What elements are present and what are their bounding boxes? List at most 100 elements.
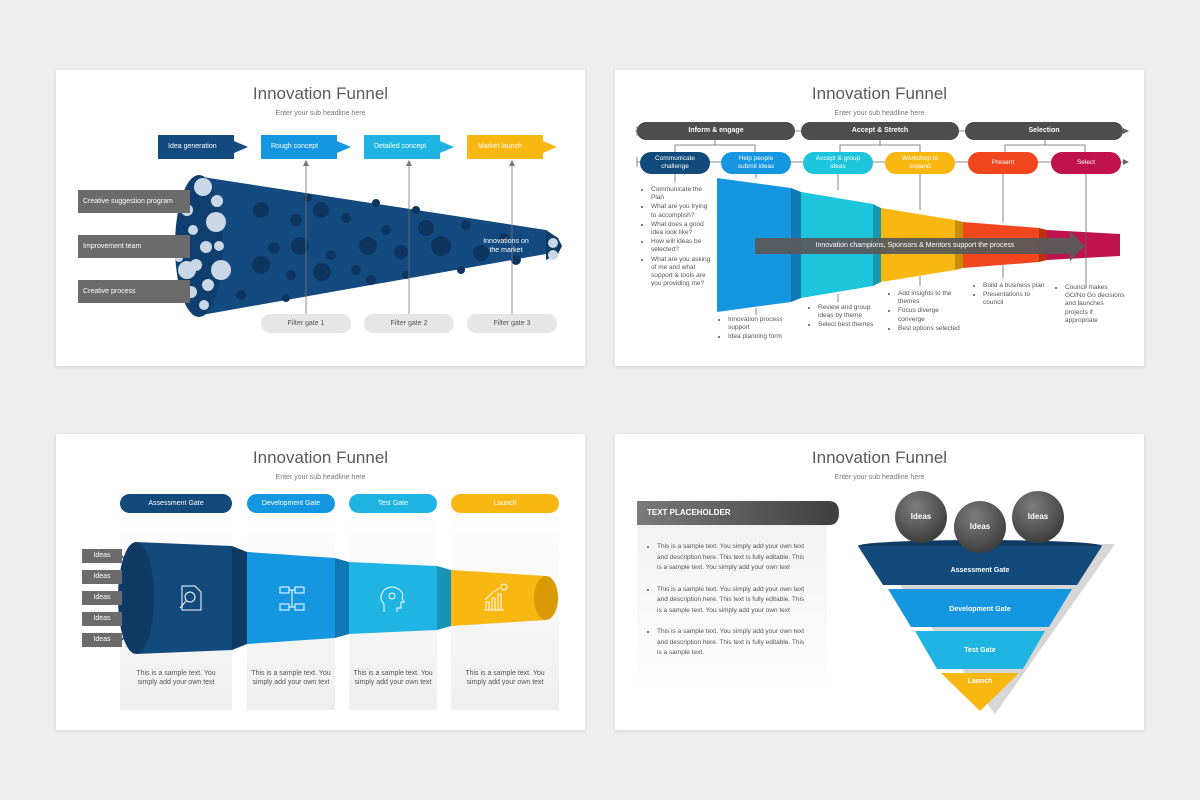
output-label: Innovations on the market <box>483 238 529 254</box>
step-label: Accept & group ideas <box>815 155 861 170</box>
step-pill <box>968 152 1038 174</box>
step-label: Help people submit ideas <box>737 155 775 170</box>
gate-description: This is a sample text. You simply add yo… <box>465 670 545 686</box>
idea-ball <box>1012 491 1064 543</box>
step-pill <box>640 152 710 174</box>
segment-assessment <box>127 542 232 654</box>
bullets-accept: Review and group ideas by theme Select b… <box>808 304 880 331</box>
slide1-subtitle: Enter your sub headline here <box>275 110 366 117</box>
slide2-title: Innovation Funnel <box>811 84 948 103</box>
bullets-challenge: Communicate the Plan What are you trying… <box>641 186 713 289</box>
bullets-submit: Innovation process support Idea planning… <box>718 316 802 343</box>
slide3-subtitle: Enter your sub headline here <box>275 474 366 481</box>
document-search-icon <box>179 585 202 611</box>
input-label: Creative suggestion program <box>83 198 173 205</box>
gate-pill <box>120 494 232 513</box>
level-label: Assessment Gate <box>950 567 1010 574</box>
funnel-level-assessment <box>858 546 1102 585</box>
funnel-level-test <box>915 631 1045 669</box>
bullets-present: Build a business plan Presentations to c… <box>973 282 1045 309</box>
gate-lines <box>305 162 513 316</box>
idea-ball <box>954 501 1006 553</box>
tube-bubbles <box>236 194 521 302</box>
level-label: Test Gate <box>964 647 996 654</box>
gate-description: This is a sample text. You simply add yo… <box>353 670 433 686</box>
banner-label: Innovation champions, Sponsors & Mentors… <box>815 242 1015 249</box>
inverted-funnel-graphic <box>637 491 1115 714</box>
gate-label: Filter gate 3 <box>493 320 531 327</box>
step-pill <box>1051 152 1121 174</box>
step-label: Select <box>1076 159 1096 166</box>
slide4-title: Innovation Funnel <box>811 448 948 467</box>
stage-label: Market launch <box>478 143 522 150</box>
step-pill <box>803 152 873 174</box>
slide-gate-tube[interactable]: Innovation Funnel Enter your sub headlin… <box>56 434 585 730</box>
level-label: Development Gate <box>949 606 1011 613</box>
gate-pill <box>349 494 437 513</box>
bullets-workshop: Add insights to the themes Focus diverge… <box>888 290 964 334</box>
gate-label: Launch <box>493 500 517 507</box>
stage-label: Idea generation <box>168 143 217 150</box>
ball-label: Ideas <box>1027 512 1049 521</box>
segment-test <box>349 562 437 634</box>
banner-arrow <box>755 231 1085 261</box>
placeholder-header <box>637 501 839 525</box>
gate-label: Filter gate 1 <box>287 320 325 327</box>
growth-chart-icon <box>484 583 508 611</box>
tube-funnel-graphic <box>78 135 562 333</box>
funnel-segment <box>717 178 791 312</box>
slide1-title: Innovation Funnel <box>252 84 389 103</box>
gate-label: Assessment Gate <box>148 500 204 507</box>
level-label: Launch <box>967 678 993 685</box>
stage-label: Rough concept <box>271 143 319 150</box>
placeholder-panel <box>637 524 827 694</box>
step-label: Communicate challenge <box>654 155 696 170</box>
idea-label: Ideas <box>93 573 111 580</box>
gate-tube-graphic <box>82 494 559 710</box>
phase-label: Selection <box>1028 127 1060 134</box>
idea-boxes <box>82 549 122 647</box>
step-label: Present <box>991 159 1015 166</box>
step-pill <box>885 152 955 174</box>
funnel-level-launch <box>941 673 1019 711</box>
stage-arrows <box>158 135 557 159</box>
step-pill <box>721 152 791 174</box>
input-label: Improvement team <box>83 243 142 250</box>
ball-label: Ideas <box>910 512 932 521</box>
stage-label: Detailed concept <box>374 143 427 150</box>
phase-label: Accept & Stretch <box>851 127 909 134</box>
slide-process-funnel[interactable]: Innovation Funnel Enter your sub headlin… <box>615 70 1144 366</box>
input-boxes <box>78 190 190 303</box>
idea-label: Ideas <box>93 552 111 559</box>
gate-pills <box>261 314 557 333</box>
placeholder-title: TEXT PLACEHOLDER <box>647 508 731 517</box>
phase-bar <box>965 122 1123 140</box>
placeholder-bullets: This is a sample text. You simply add yo… <box>647 542 807 660</box>
head-gear-icon <box>380 586 405 612</box>
process-funnel-graphic <box>635 122 1129 315</box>
slide-funnel-tube[interactable]: Innovation Funnel Enter your sub headlin… <box>56 70 585 366</box>
gate-label: Filter gate 2 <box>390 320 428 327</box>
phase-bar <box>801 122 959 140</box>
idea-label: Ideas <box>93 594 111 601</box>
step-label: Workshop to expand <box>901 155 939 170</box>
phase-bar <box>637 122 795 140</box>
ball-label: Ideas <box>969 522 991 531</box>
gate-label: Test Gate <box>378 500 408 507</box>
slide2-subtitle: Enter your sub headline here <box>834 110 925 117</box>
slide3-title: Innovation Funnel <box>252 448 389 467</box>
idea-label: Ideas <box>93 615 111 622</box>
gate-label: Development Gate <box>261 500 321 507</box>
network-icon <box>279 586 305 611</box>
bullets-select: Council makes GO/No Go decisions and lau… <box>1055 284 1127 326</box>
slide4-subtitle: Enter your sub headline here <box>834 474 925 481</box>
phase-label: Inform & engage <box>688 127 744 134</box>
segment-development <box>247 552 335 644</box>
gate-pill <box>451 494 559 513</box>
input-label: Creative process <box>83 288 136 295</box>
slide-inverted-funnel[interactable]: Innovation Funnel Enter your sub headlin… <box>615 434 1144 730</box>
idea-ball <box>895 491 947 543</box>
funnel-level-development <box>888 589 1072 627</box>
gate-description: This is a sample text. You simply add yo… <box>251 670 331 686</box>
gate-description: This is a sample text. You simply add yo… <box>136 670 216 686</box>
